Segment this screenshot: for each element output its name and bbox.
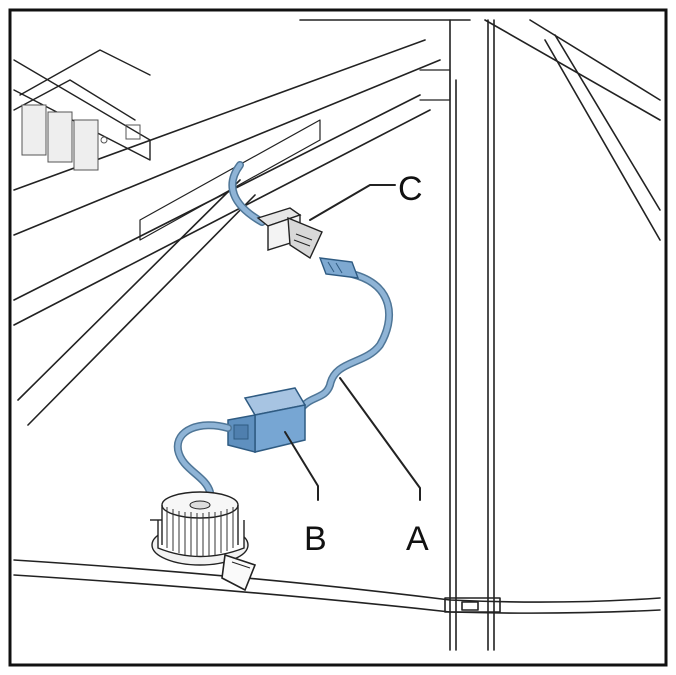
- callout-b: B: [304, 520, 327, 558]
- cable-led: [173, 421, 232, 496]
- ceiling-structure: [13, 19, 661, 651]
- callout-a: A: [406, 520, 429, 558]
- driver-b: [227, 387, 307, 453]
- led-module: [150, 491, 257, 592]
- cable-a: [228, 161, 394, 414]
- callout-c: C: [398, 170, 423, 208]
- leader-lines: [284, 184, 421, 501]
- diagram-frame: [8, 8, 668, 667]
- connector-c: [256, 207, 360, 279]
- luminaire-housing: [13, 49, 451, 241]
